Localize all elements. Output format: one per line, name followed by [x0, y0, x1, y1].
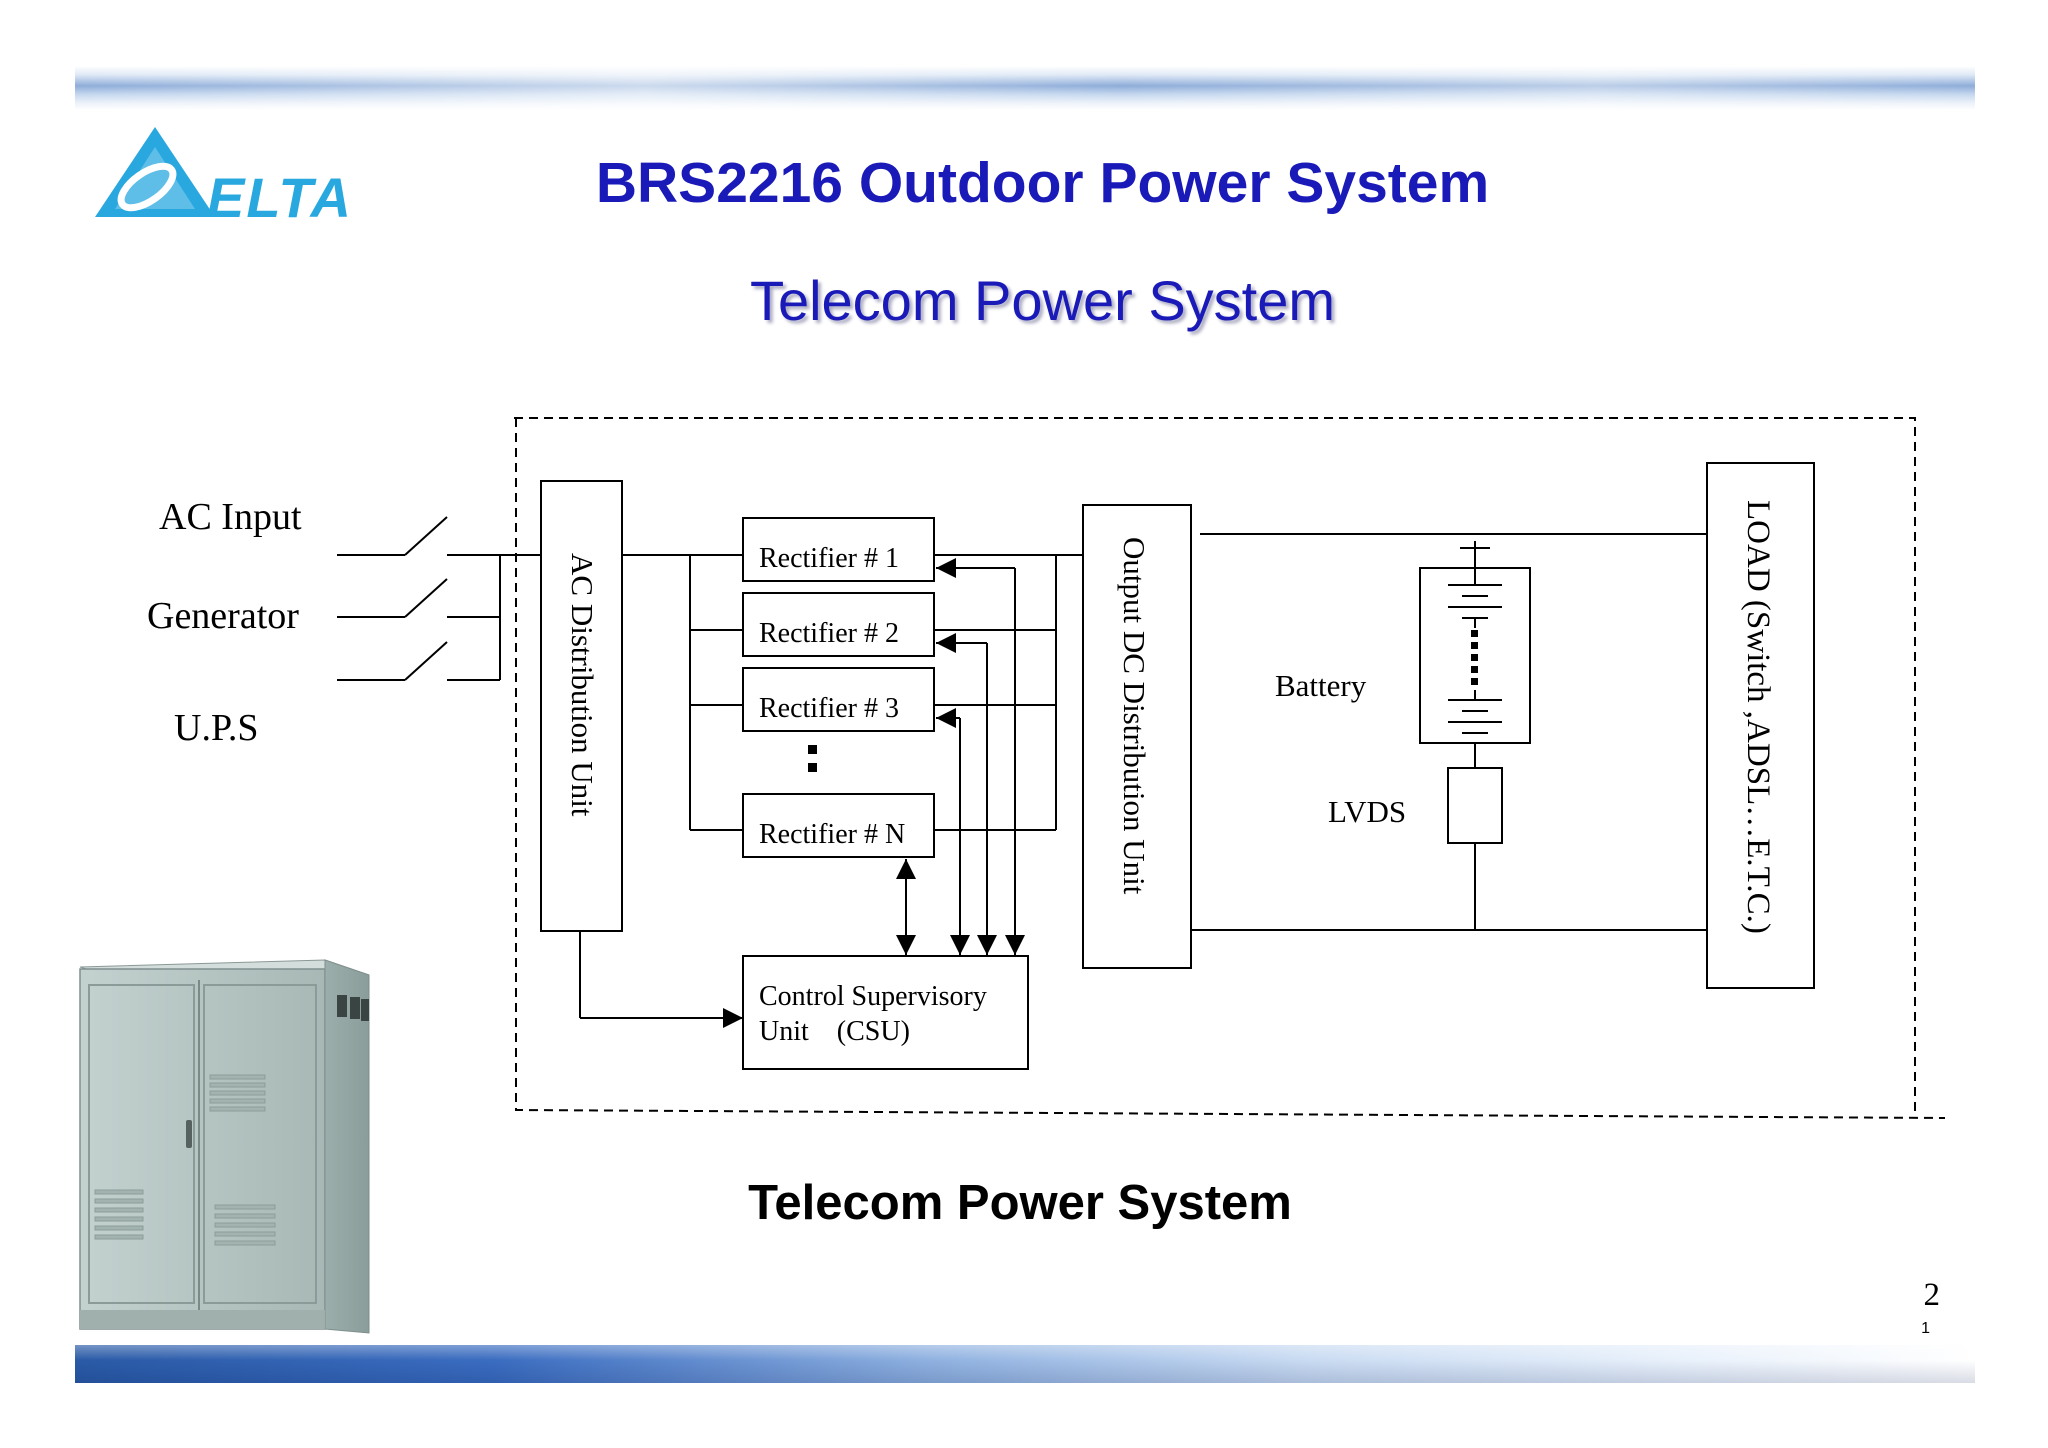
csu-signal-lines — [579, 558, 1025, 1028]
svg-text:ELTA: ELTA — [207, 166, 353, 225]
dc-bus — [934, 554, 1083, 831]
ellipsis-dot-bottom — [808, 763, 817, 772]
page-title: BRS2216 Outdoor Power System — [595, 151, 1490, 215]
control-supervisory-unit — [742, 955, 1029, 1070]
rectifier-2 — [742, 592, 935, 657]
lvds-label: LVDS — [1328, 794, 1406, 829]
input-label-ac: AC Input — [159, 496, 302, 538]
battery-label: Battery — [1275, 668, 1367, 703]
input-label-generator: Generator — [147, 595, 299, 637]
csu-label-line2: Unit (CSU) — [759, 1016, 910, 1047]
bottom-decorative-band — [75, 1345, 1975, 1383]
rectifier-3-label: Rectifier # 3 — [759, 693, 899, 724]
system-boundary — [514, 417, 1946, 1119]
rectifier-2-label: Rectifier # 2 — [759, 618, 899, 649]
page-number: 2 — [1923, 1277, 1941, 1313]
input-label-ups: U.P.S — [174, 707, 259, 749]
diagram-caption: Telecom Power System — [748, 1176, 1292, 1230]
outdoor-cabinet-image — [79, 959, 370, 1334]
load-box — [1706, 462, 1815, 989]
input-switches — [337, 516, 541, 681]
rectifier-n-label: Rectifier # N — [759, 819, 905, 850]
page-index: 1 — [1921, 1320, 1930, 1337]
lvds-box — [1447, 767, 1503, 844]
csu-label-line1: Control Supervisory — [759, 981, 987, 1012]
battery-dots — [1471, 630, 1478, 685]
dc-distribution-label: Output DC Distribution Unit — [1117, 537, 1152, 895]
rectifier-n — [742, 793, 935, 858]
rectifier-1-label: Rectifier # 1 — [759, 543, 899, 574]
ac-bus — [622, 554, 743, 831]
top-decorative-band — [75, 66, 1975, 110]
ac-distribution-unit — [540, 480, 623, 932]
rectifier-3 — [742, 667, 935, 732]
dc-distribution-unit — [1082, 504, 1192, 969]
rectifier-1 — [742, 517, 935, 582]
page-subtitle: Telecom Power System — [749, 269, 1336, 332]
output-buses — [1191, 533, 1711, 931]
load-label: LOAD (Switch ,ADSL…E.T.C.) — [1740, 500, 1776, 934]
ac-distribution-label: AC Distribution Unit — [565, 553, 600, 817]
ellipsis-dot-top — [808, 745, 817, 754]
delta-logo: ELTA — [95, 127, 353, 225]
